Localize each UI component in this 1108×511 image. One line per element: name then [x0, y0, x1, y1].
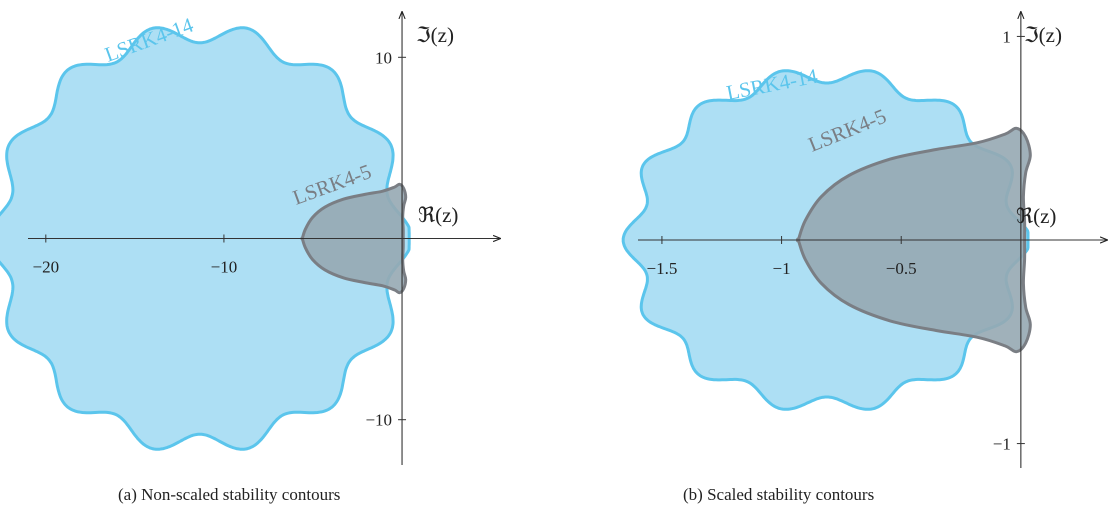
caption-panel-b: (b) Scaled stability contours	[683, 485, 875, 504]
panel-b-x-tick-label: −1.5	[647, 259, 678, 278]
panel-b-x-tick-label: −0.5	[886, 259, 917, 278]
panel-b-x-tick-label: −1	[773, 259, 791, 278]
panel-b-y-tick-label: 1	[1002, 27, 1011, 46]
panel-b-chart: −1.5 −1 −0.5 1 −1 ℜ(z) ℑ(z) LSRK4-14 LSR…	[621, 12, 1107, 468]
panel-a-y-tick-label: −10	[365, 411, 392, 430]
panel-a-y-axis-label: ℑ(z)	[416, 23, 454, 47]
panel-a-x-axis-label: ℜ(z)	[418, 203, 458, 227]
caption-panel-a: (a) Non-scaled stability contours	[118, 485, 341, 504]
panel-a-x-tick-label: −20	[33, 258, 60, 277]
panel-b-x-axis-label: ℜ(z)	[1016, 204, 1056, 228]
panel-a-x-tick-label: −10	[211, 258, 238, 277]
panel-b-y-axis-label: ℑ(z)	[1024, 23, 1062, 47]
panel-a-y-tick-label: 10	[375, 48, 392, 67]
panel-a-chart: −20 −10 10 −10 ℜ(z) ℑ(z) LSRK4-14 LSRK4-…	[0, 12, 500, 465]
panel-b-y-tick-label: −1	[993, 435, 1011, 454]
